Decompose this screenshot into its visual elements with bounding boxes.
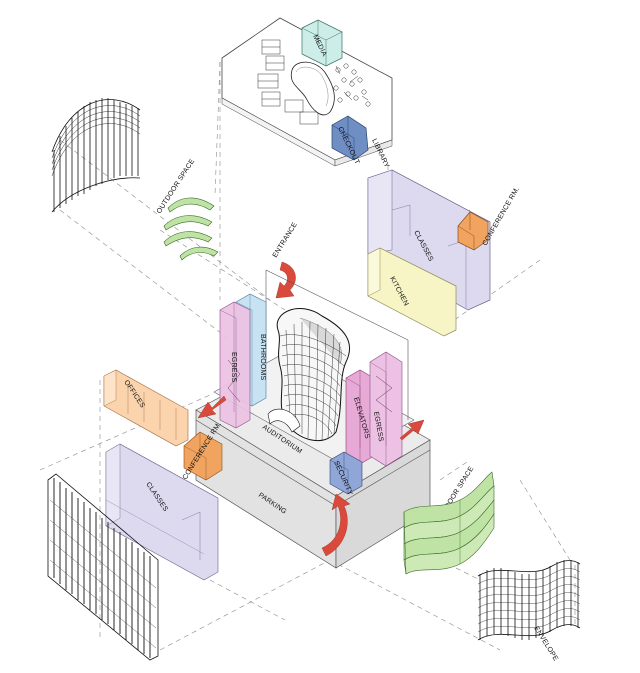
egress-right-block: EGRESS xyxy=(369,351,403,467)
curved-arrow-icon xyxy=(321,493,351,557)
entrance-label: ENTRANCE xyxy=(272,221,299,259)
straight-arrow-icon xyxy=(399,419,425,441)
envelope-fragment-top-left xyxy=(51,98,141,213)
outdoor-space-top: OUTDOOR SPACE xyxy=(156,158,219,261)
conference-room-top-label: CONFERENCE RM. xyxy=(482,186,521,247)
bathrooms-label: BATHROOMS xyxy=(259,334,266,381)
egress-left-block: EGRESS xyxy=(219,301,251,429)
envelope-label: ENVELOPE xyxy=(532,625,559,662)
library-floor: MEDIA CHECKOUT LIBRARY xyxy=(221,17,393,169)
conference-room-top: CONFERENCE RM. xyxy=(457,186,521,251)
entrance: ENTRANCE xyxy=(272,221,299,299)
envelope-fragment-bottom-right: ENVELOPE xyxy=(477,560,581,663)
straight-arrow-icon xyxy=(197,395,227,419)
offices-block: OFFICES xyxy=(103,369,189,447)
security-block: SECURITY xyxy=(329,451,363,497)
classes-top-block: CLASSES xyxy=(367,169,491,311)
envelope-fragment-bottom-left xyxy=(47,473,159,661)
kitchen-block: KITCHEN xyxy=(367,247,457,337)
egress-arrows xyxy=(197,395,425,557)
curved-arrow-icon xyxy=(275,261,296,299)
egress-left-label: EGRESS xyxy=(230,352,237,383)
classes-bottom-block: CLASSES xyxy=(105,443,219,581)
elevators-block: ELEVATORS xyxy=(345,369,375,465)
